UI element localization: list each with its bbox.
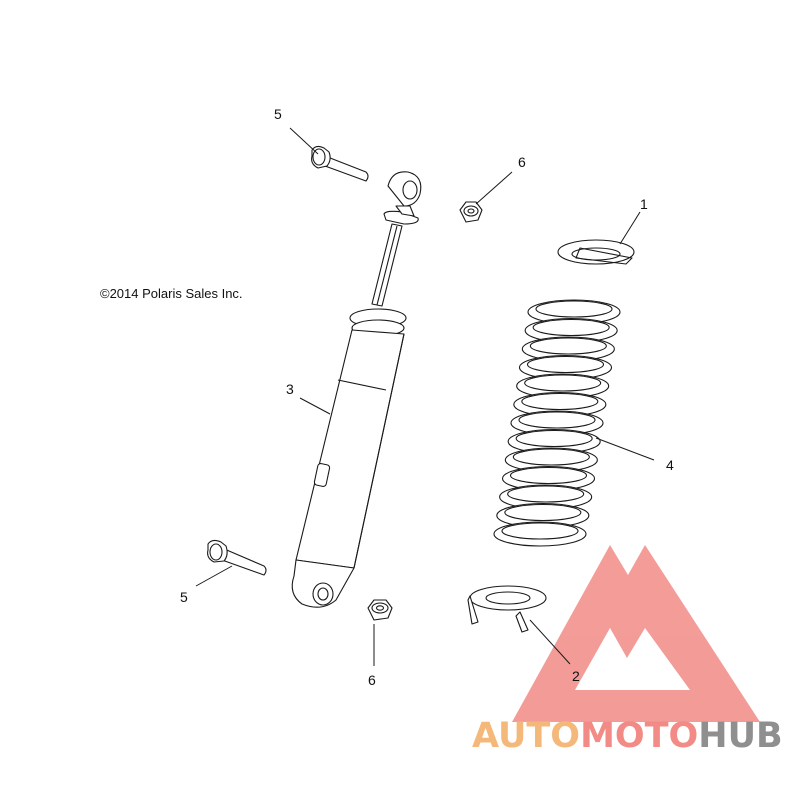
spring-coil-inner (526, 355, 605, 374)
watermark-moto: MOTO (580, 716, 699, 756)
spring-coil-inner (532, 318, 610, 337)
spring-coil-inner (518, 411, 596, 429)
bolt-upper (311, 145, 369, 182)
watermark-logo (512, 545, 760, 722)
nut-lower (367, 599, 393, 621)
spring-seat-lower (467, 585, 547, 633)
callout-5-upper: 5 (274, 106, 282, 122)
spring-coil-inner (529, 337, 607, 355)
spring-coil-inner (509, 466, 588, 485)
watermark-wordmark: AUTOMOTOHUB (472, 714, 783, 758)
spring-seat-upper (557, 239, 635, 265)
spring-coil-inner (521, 392, 599, 411)
callout-5-lower: 5 (180, 589, 188, 605)
spring-coil-inner (535, 300, 613, 318)
watermark-hub: HUB (698, 716, 783, 756)
spring-coil-inner (501, 522, 579, 540)
callout-6-upper: 6 (518, 154, 526, 170)
watermark-auto: AUTO (472, 716, 581, 756)
spring-coil-inner (507, 485, 585, 503)
coil-spring (493, 299, 621, 547)
callout-2: 2 (572, 668, 580, 684)
spring-coil-inner (504, 503, 582, 522)
spring-coil (493, 521, 587, 547)
copyright-notice: ©2014 Polaris Sales Inc. (100, 286, 243, 301)
callout-3: 3 (286, 381, 294, 397)
callout-4: 4 (666, 457, 674, 473)
leader-lines (195, 127, 655, 666)
spring-coil-inner (524, 374, 602, 392)
spring-coil-inner (515, 429, 593, 448)
bolt-lower (207, 539, 267, 576)
spring-coil-inner (512, 448, 590, 466)
callout-6-lower: 6 (368, 672, 376, 688)
nut-upper (459, 201, 483, 223)
callout-1: 1 (640, 196, 648, 212)
shock-absorber (291, 171, 422, 608)
